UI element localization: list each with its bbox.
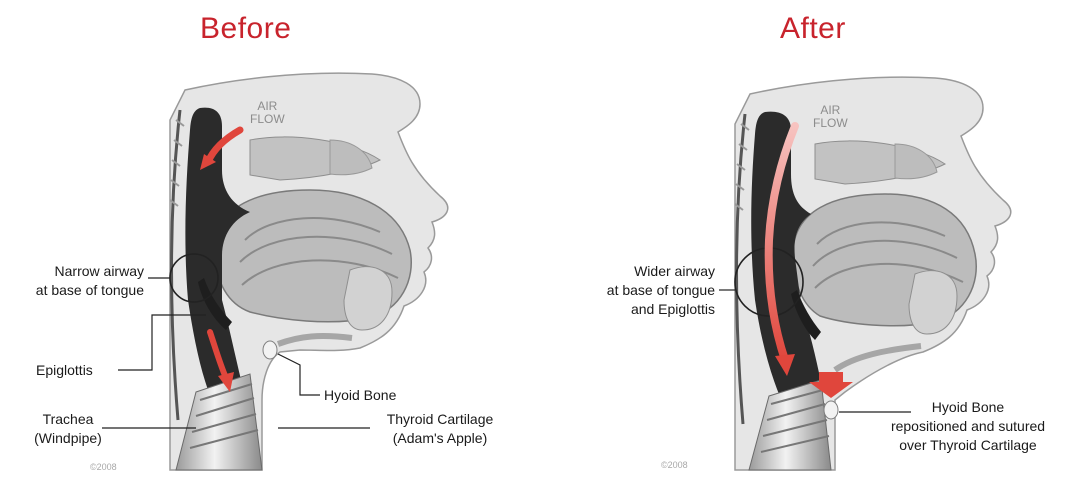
airflow-label: AIR FLOW xyxy=(813,104,848,130)
trachea-label: Trachea (Windpipe) xyxy=(30,410,106,448)
hyoid-bone-repositioned-label: Hyoid Bone repositioned and sutured over… xyxy=(875,398,1061,455)
copyright-text: ©2008 xyxy=(90,462,117,472)
hyoid-bone xyxy=(824,401,838,419)
hyoid-bone-label: Hyoid Bone xyxy=(324,386,396,405)
airflow-label: AIR FLOW xyxy=(250,100,285,126)
hyoid-bone xyxy=(263,341,277,359)
narrow-airway-label: Narrow airway at base of tongue xyxy=(20,262,144,300)
thyroid-cartilage-label: Thyroid Cartilage (Adam's Apple) xyxy=(372,410,508,448)
after-panel: After xyxy=(535,0,1069,493)
wider-airway-label: Wider airway at base of tongue and Epigl… xyxy=(575,262,715,319)
epiglottis-label: Epiglottis xyxy=(36,361,93,380)
before-panel: Before xyxy=(0,0,534,493)
copyright-text: ©2008 xyxy=(661,460,688,470)
